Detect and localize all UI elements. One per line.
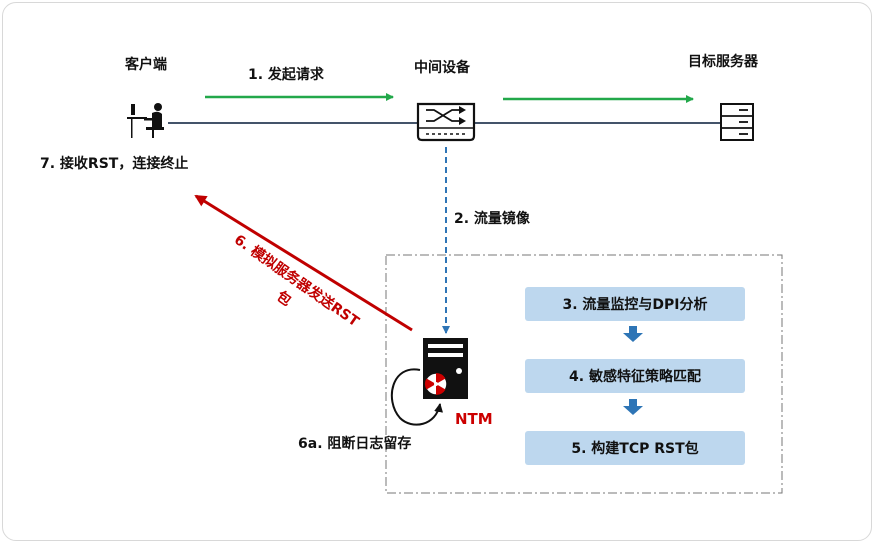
step-5-text: 5. 构建TCP RST包 (571, 441, 699, 457)
log-loop-arrow (390, 368, 443, 426)
step-4-box: 4. 敏感特征策略匹配 (525, 359, 745, 393)
middle-device-label: 中间设备 (414, 60, 470, 76)
ntm-region-border (385, 254, 783, 494)
server-label: 目标服务器 (688, 54, 758, 70)
step-2-label: 2. 流量镜像 (454, 211, 530, 227)
ntm-label: NTM (455, 410, 493, 428)
flow-arrow-4-5 (623, 399, 643, 415)
step-3-box: 3. 流量监控与DPI分析 (525, 287, 745, 321)
person-at-computer-icon (127, 103, 164, 138)
flow-arrow-3-4 (623, 326, 643, 342)
security-appliance-icon (423, 338, 468, 399)
step-6a-label: 6a. 阻断日志留存 (298, 436, 412, 452)
server-rack-icon (720, 103, 754, 141)
client-label: 客户端 (125, 57, 167, 73)
step-4-text: 4. 敏感特征策略匹配 (569, 369, 701, 385)
step-7-label: 7. 接收RST，连接终止 (40, 156, 189, 172)
step-5-box: 5. 构建TCP RST包 (525, 431, 745, 465)
step-3-text: 3. 流量监控与DPI分析 (562, 297, 708, 313)
step-1-label: 1. 发起请求 (248, 67, 324, 83)
network-switch-icon (416, 102, 476, 142)
rst-arrow (194, 194, 413, 332)
